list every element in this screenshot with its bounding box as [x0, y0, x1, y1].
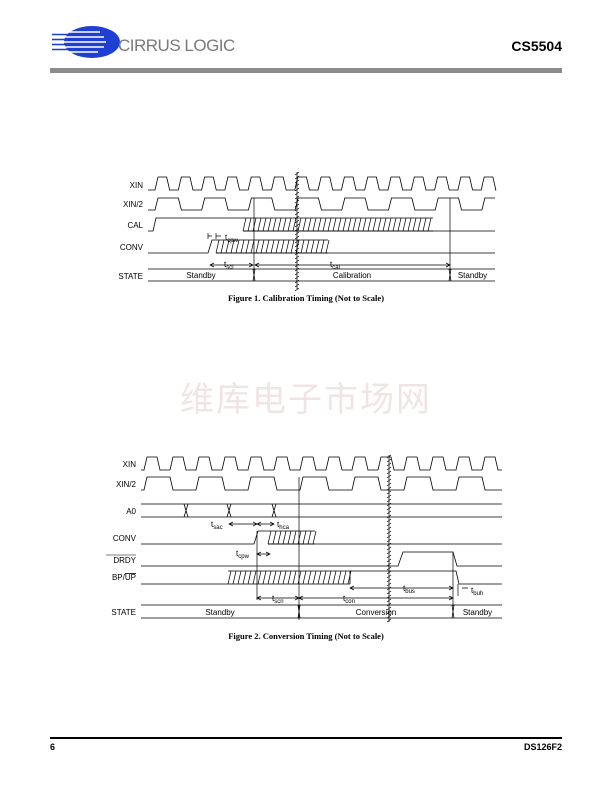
state-label: Standby [186, 271, 215, 280]
sync-lines [256, 477, 454, 620]
bp-up-label: BP/UP [112, 573, 136, 582]
figure-1-caption: Figure 1. Calibration Timing (Not to Sca… [227, 293, 385, 303]
tscl-label: tscl [224, 260, 234, 271]
state-bus [141, 604, 502, 619]
tcpw-arrow [256, 551, 271, 557]
a0-label: A0 [126, 507, 136, 516]
tbuh-arrow [457, 584, 468, 596]
state-bus [148, 268, 495, 282]
xin2-label: XIN/2 [116, 480, 137, 489]
drdy-label: DRDY [113, 556, 136, 565]
thca-arrow [256, 521, 275, 527]
tbuh-label: tbuh [471, 586, 483, 597]
conv-waveform [141, 530, 502, 545]
xin-waveform [148, 176, 497, 191]
cal-hatch [242, 217, 433, 232]
state-label-name: STATE [118, 272, 143, 281]
drdy-waveform [141, 551, 502, 567]
xin2-label: XIN/2 [123, 200, 144, 209]
tcon-arrow [298, 595, 454, 601]
cal-label: CAL [127, 221, 143, 230]
state-label: Conversion [356, 608, 396, 617]
xin2-waveform [148, 197, 495, 211]
tscl-arrow [209, 262, 254, 268]
tbus-label: tbus [403, 584, 415, 595]
xin2-waveform [141, 476, 502, 491]
conv-hatch [215, 239, 330, 254]
tsac-label: tsac [211, 520, 223, 531]
xin-label: XIN [130, 181, 144, 190]
xin-waveform [141, 456, 502, 471]
tcpw-label: tcpw [236, 549, 250, 560]
conv-hatch [267, 530, 317, 545]
conv-label: CONV [113, 534, 137, 543]
time-break [294, 171, 300, 292]
bp-up-waveform [141, 570, 502, 585]
tbus-arrow [349, 585, 454, 591]
tcpw-label: tcpw [225, 233, 239, 244]
footer-divider [50, 737, 562, 739]
document-title: CS5504 [511, 38, 562, 54]
a0-waveform [141, 503, 502, 518]
conv-label: CONV [120, 243, 144, 252]
state-label: Standby [458, 271, 487, 280]
footer-doc-id: DS126F2 [523, 742, 562, 752]
tcal-label: tcal [330, 260, 340, 271]
figure-2-caption: Figure 2. Conversion Timing (Not to Scal… [228, 631, 384, 641]
header-divider [50, 68, 562, 73]
sync-lines [253, 198, 451, 270]
cal-waveform [148, 217, 495, 232]
company-logo-text: CIRRUS LOGIC [118, 36, 235, 55]
state-label: Standby [463, 608, 492, 617]
tcon-label: tcon [343, 594, 355, 605]
state-label: Standby [205, 608, 234, 617]
cirrus-logo-mark [52, 26, 120, 58]
tcal-arrow [254, 262, 451, 268]
watermark: 维库电子市场网 [180, 380, 432, 420]
tsac-arrow [228, 521, 258, 527]
time-break [386, 454, 392, 623]
state-label-name: STATE [111, 608, 136, 617]
tscn-label: tscn [272, 594, 284, 605]
tcpw-arrow [207, 233, 221, 239]
page-number: 6 [50, 742, 56, 752]
state-label: Calibration [333, 271, 371, 280]
thca-label: thca [277, 520, 290, 531]
xin-label: XIN [123, 460, 137, 469]
bp-up-hatch [227, 570, 352, 585]
